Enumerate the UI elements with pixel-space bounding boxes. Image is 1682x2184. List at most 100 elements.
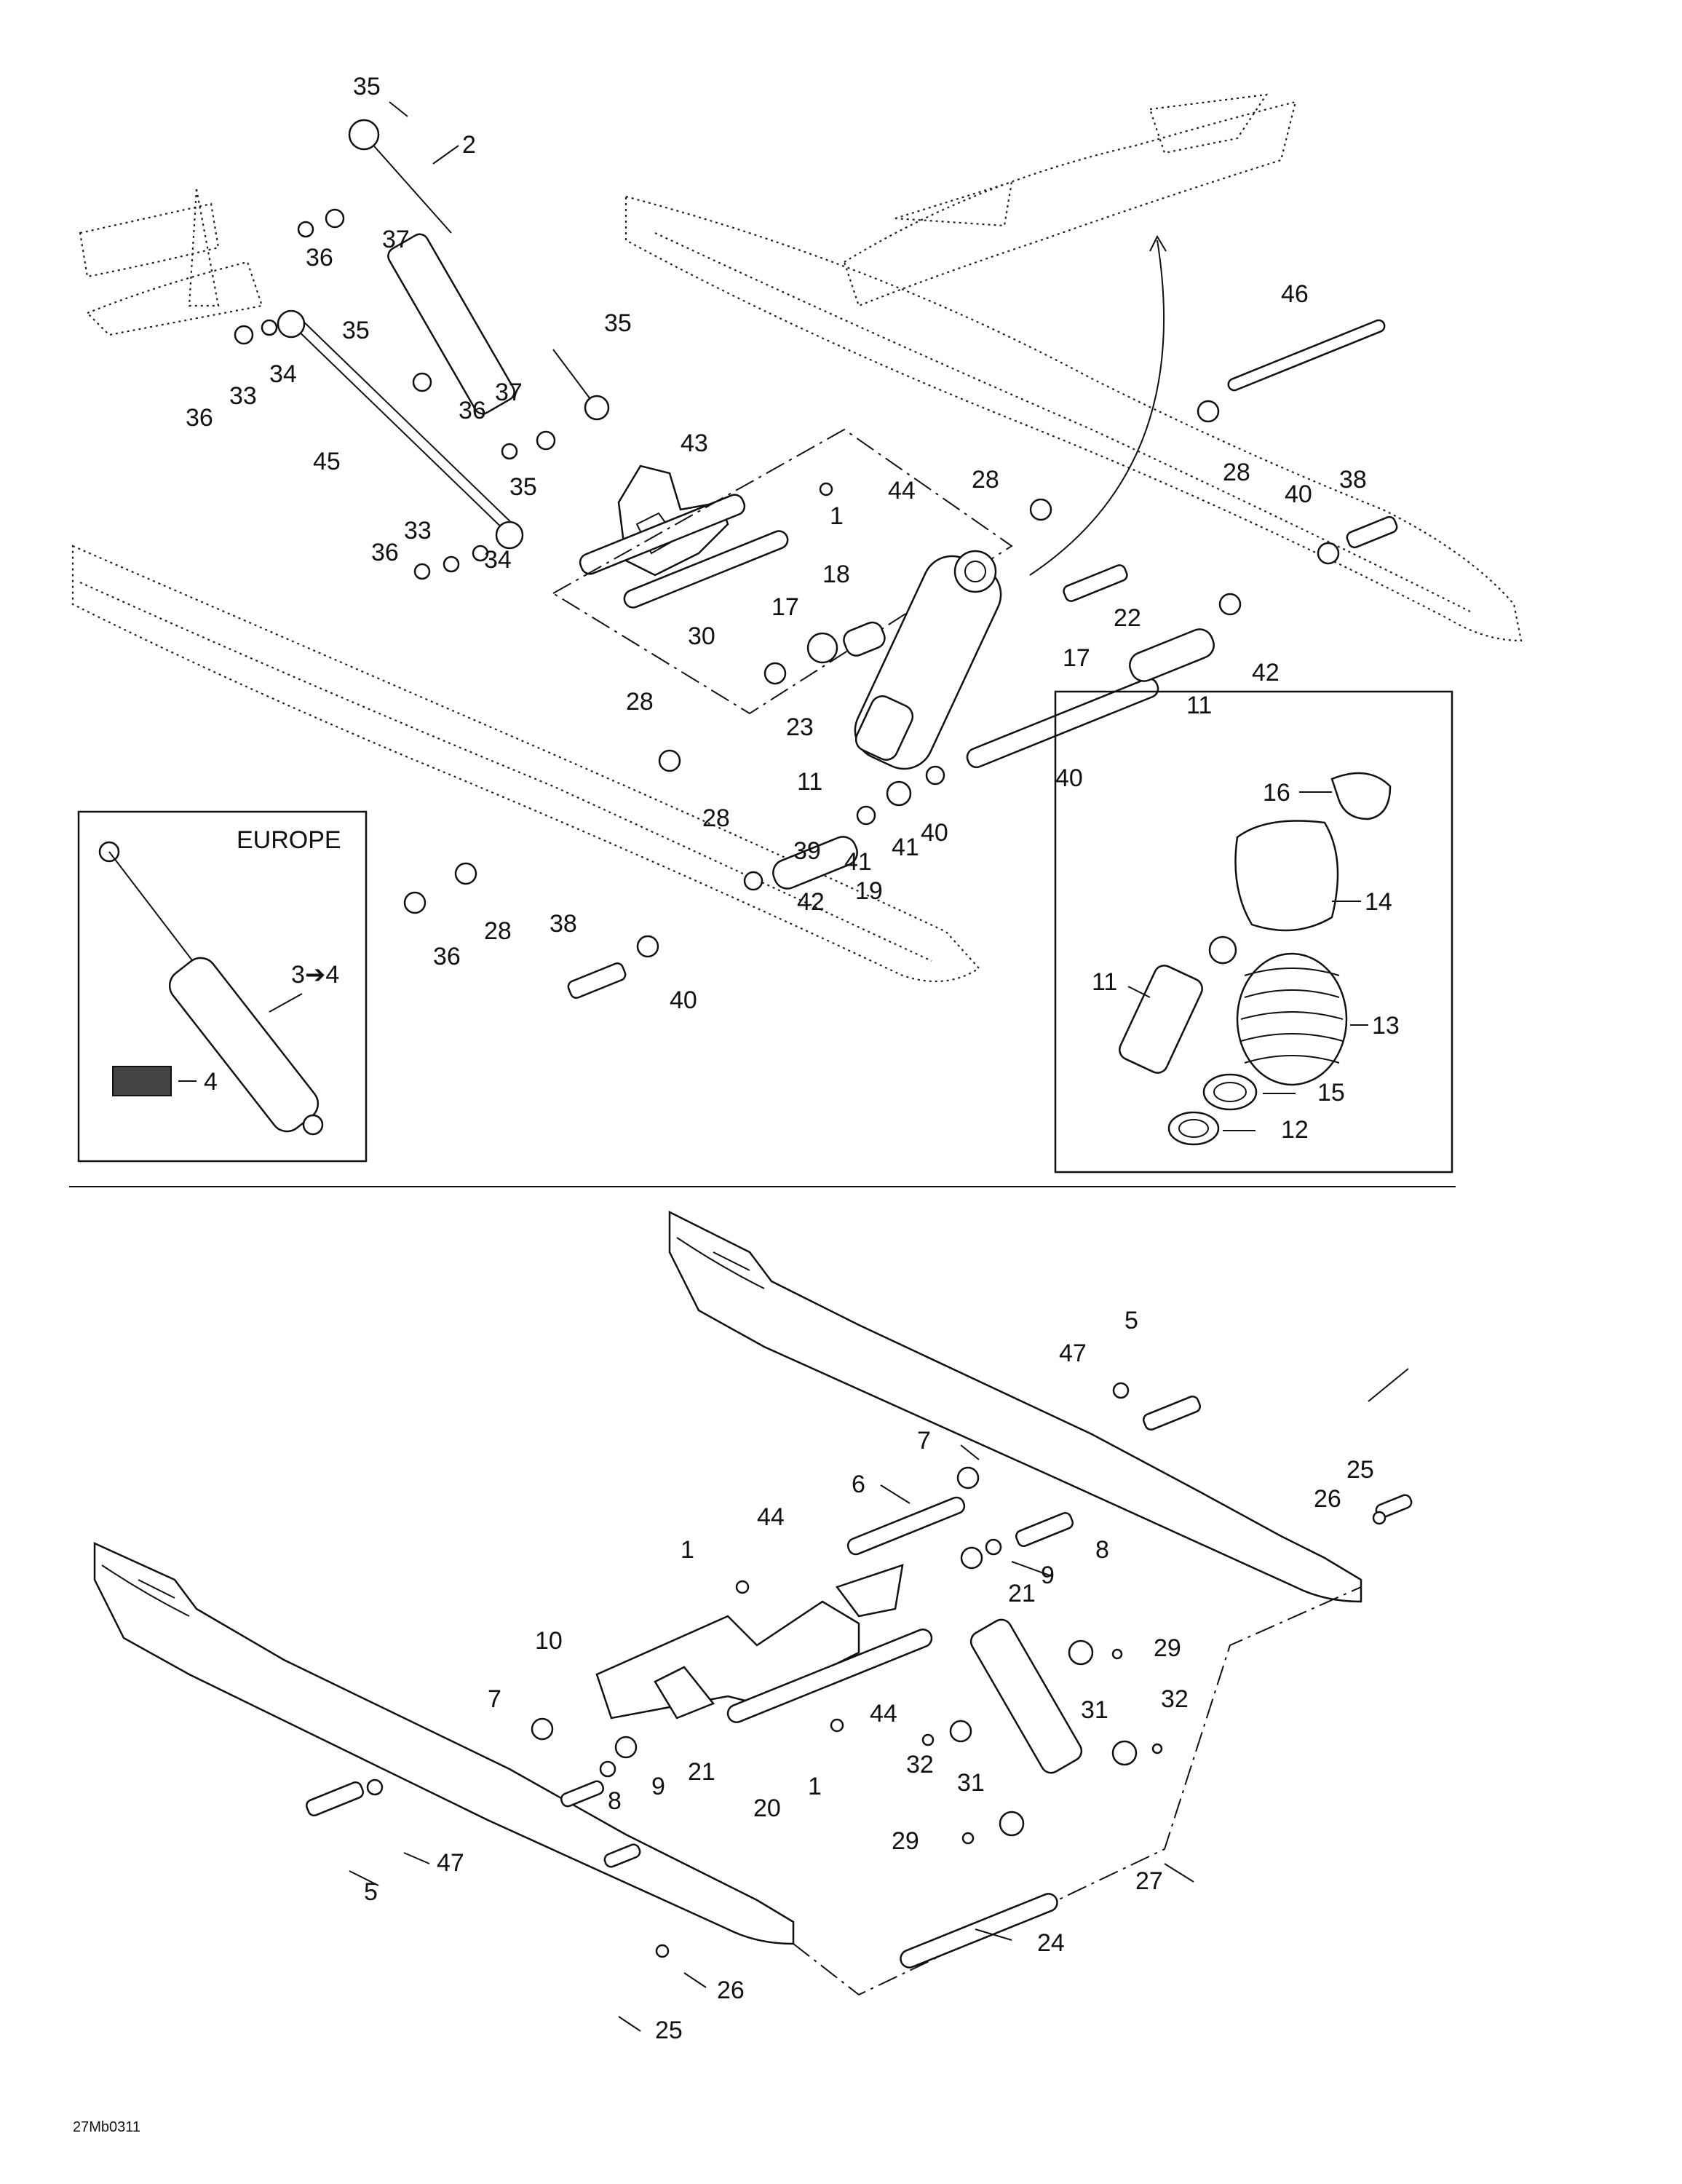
callout: 35 <box>509 473 537 501</box>
callout: 10 <box>535 1627 563 1655</box>
callout: 19 <box>855 877 883 905</box>
callout: 11 <box>1186 692 1212 719</box>
callout: 34 <box>484 546 512 574</box>
callout: 25 <box>1346 1456 1374 1484</box>
callout: 29 <box>892 1827 919 1855</box>
callout: 28 <box>1223 459 1250 486</box>
callout: 42 <box>1252 659 1280 687</box>
callout: 28 <box>626 688 654 716</box>
callout: 8 <box>608 1787 622 1815</box>
callout: 46 <box>1281 280 1309 308</box>
callout: 7 <box>917 1427 931 1455</box>
callout: 17 <box>771 593 799 621</box>
reference-code: 27Mb0311 <box>73 2119 140 2135</box>
callout: 28 <box>972 466 999 494</box>
callout: 34 <box>269 360 297 388</box>
center-shock-11 <box>854 550 1002 770</box>
callout: 28 <box>702 804 730 832</box>
spring-kit-drawing <box>1119 772 1392 1146</box>
callout: 32 <box>906 1751 934 1779</box>
callout: 22 <box>1114 604 1141 632</box>
callout: 36 <box>459 397 486 424</box>
callout: 25 <box>655 2017 683 2044</box>
kit-label-15: 15 <box>1317 1079 1345 1107</box>
callout: 40 <box>1055 764 1083 792</box>
kit-label-14: 14 <box>1365 888 1392 916</box>
callout: 2 <box>462 131 476 159</box>
europe-label-4: 4 <box>204 1068 218 1096</box>
europe-title: EUROPE <box>237 826 341 854</box>
kit-label-11: 11 <box>1092 968 1117 996</box>
callout: 41 <box>844 848 872 876</box>
washers-bushings-top <box>234 208 1340 958</box>
callout: 40 <box>921 819 948 847</box>
kit-label-16: 16 <box>1263 779 1290 807</box>
callout: 47 <box>1059 1340 1087 1367</box>
shock-bracket-43 <box>579 464 789 609</box>
callout: 41 <box>892 834 919 861</box>
callout: 36 <box>371 539 399 566</box>
front-arm-10 <box>595 1564 904 1720</box>
callout: 38 <box>550 910 577 938</box>
callout: 27 <box>1135 1867 1163 1895</box>
callout: 35 <box>342 317 370 344</box>
callout: 7 <box>488 1685 501 1713</box>
washers-bushings-bottom <box>366 1382 1387 1958</box>
callout-labels-top: 35 2 37 36 35 34 33 36 35 37 36 45 35 33… <box>186 73 1367 1014</box>
callout: 40 <box>670 986 697 1014</box>
callout: 8 <box>1095 1536 1109 1564</box>
spring-kit-frame <box>1054 690 1453 1174</box>
callout: 28 <box>484 917 512 945</box>
upper-shock-2 <box>348 119 610 421</box>
callout: 21 <box>1008 1580 1036 1607</box>
callout: 26 <box>1314 1485 1341 1513</box>
shafts-and-bolts <box>567 319 1398 999</box>
callout: 37 <box>495 379 523 406</box>
callout: 31 <box>957 1769 985 1797</box>
callout: 44 <box>757 1503 785 1531</box>
callout: 31 <box>1081 1696 1108 1724</box>
callout: 47 <box>437 1849 464 1877</box>
rear-arm-phantom <box>843 93 1297 576</box>
callout: 5 <box>364 1878 378 1906</box>
callout: 44 <box>870 1700 897 1728</box>
callout: 35 <box>353 73 381 100</box>
lower-rod-45 <box>277 309 524 550</box>
callout: 36 <box>433 943 461 970</box>
phantom-box-top <box>552 428 1013 715</box>
callout: 11 <box>797 768 822 796</box>
callout: 33 <box>404 517 432 545</box>
callout: 17 <box>1063 644 1090 672</box>
callout: 1 <box>808 1773 822 1800</box>
callout: 20 <box>753 1795 781 1822</box>
callout: 32 <box>1161 1685 1189 1713</box>
bottom-rails <box>93 1210 1362 1945</box>
callout: 39 <box>793 837 821 865</box>
callout: 35 <box>604 309 632 337</box>
callout: 33 <box>229 382 257 410</box>
callout: 23 <box>786 713 814 741</box>
callout: 37 <box>382 226 410 253</box>
callout: 36 <box>186 404 213 432</box>
callout: 30 <box>688 622 715 650</box>
leader-lines <box>349 101 1409 2032</box>
callout-labels-bottom: 5 47 25 26 7 6 8 44 1 21 9 10 7 21 8 9 2… <box>364 1307 1374 2044</box>
callout: 21 <box>688 1758 715 1786</box>
kit-label-12: 12 <box>1281 1116 1309 1144</box>
callout: 1 <box>830 502 844 530</box>
front-arm-phantom <box>79 189 263 336</box>
callout: 9 <box>651 1773 665 1800</box>
europe-arrow-label: 3➔4 <box>291 961 339 989</box>
rear-frame-rails-phantom <box>71 195 1523 983</box>
callout: 18 <box>822 561 850 588</box>
callout: 26 <box>717 1977 745 2004</box>
kit-label-13: 13 <box>1372 1012 1400 1040</box>
europe-shock-drawing <box>98 841 324 1136</box>
callout: 40 <box>1285 480 1312 508</box>
callout: 44 <box>888 477 916 505</box>
phantom-box-bottom <box>793 1586 1362 1996</box>
callout: 43 <box>681 430 708 457</box>
callout: 42 <box>797 888 825 916</box>
callout: 45 <box>313 448 341 475</box>
